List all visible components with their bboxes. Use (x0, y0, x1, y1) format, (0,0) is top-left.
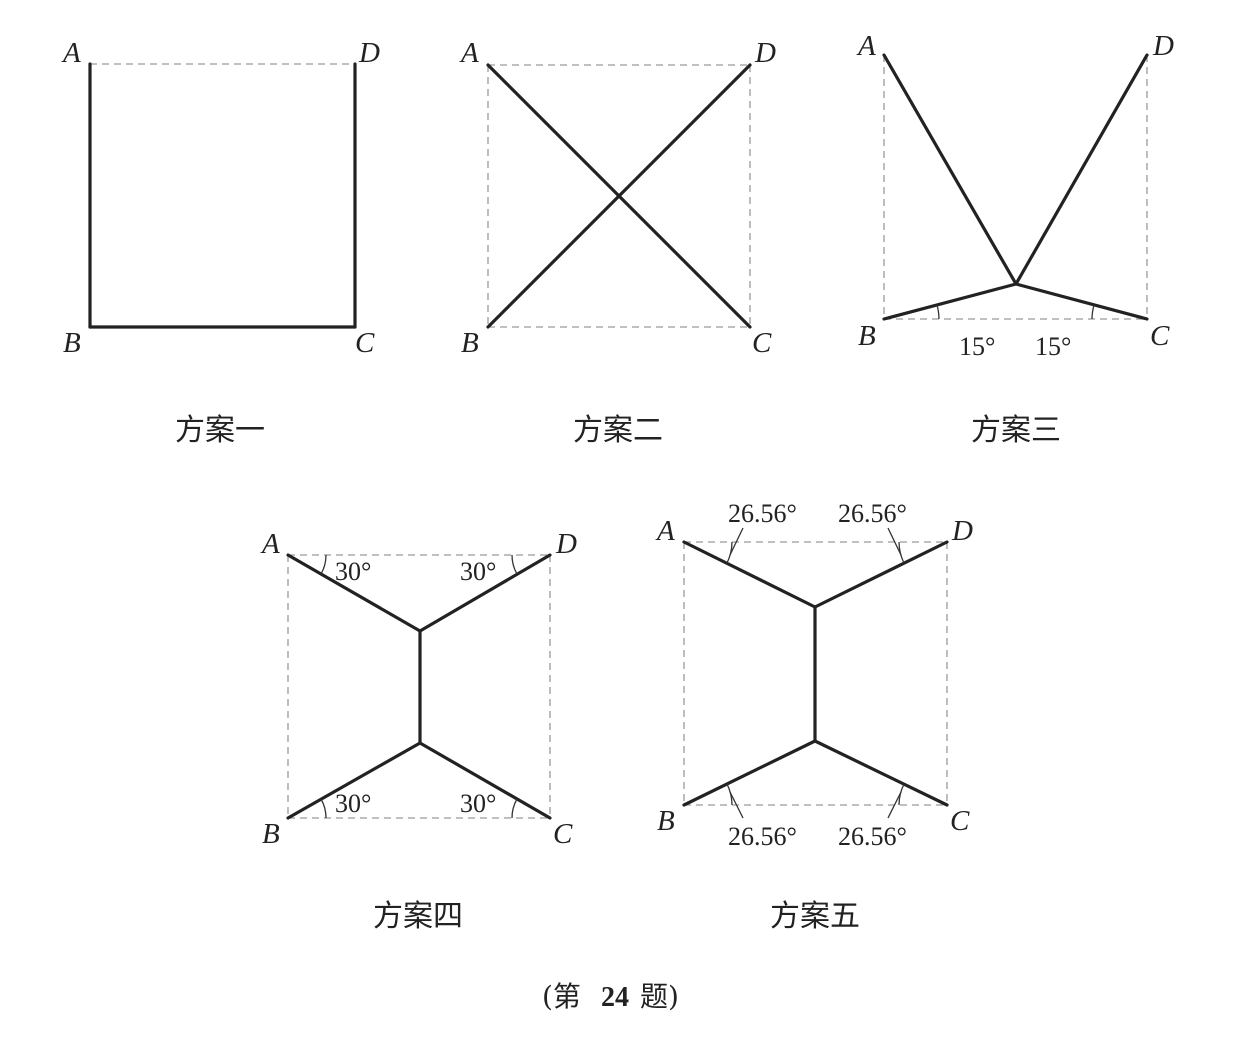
scheme-5: A D B C 26.56° 26.56° 26.56° 26.56° 方案五 (655, 499, 973, 934)
angle-label-b: 26.56° (728, 822, 797, 851)
scheme-2: A D B C 方案二 (459, 37, 776, 448)
problem-label-close: 题) (640, 980, 679, 1013)
vertex-label-c: C (950, 805, 970, 837)
path-d-p (418, 553, 552, 633)
vertex-label-b: B (858, 320, 876, 352)
path-d-p (1014, 53, 1149, 286)
scheme-5-caption: 方案五 (770, 899, 860, 934)
path-a-p (286, 553, 422, 633)
angle-label-c: 26.56° (838, 822, 907, 851)
problem-label-open: (第 (542, 980, 581, 1013)
path-c-p (1014, 282, 1149, 321)
angle-arc-a (320, 554, 327, 575)
path-b-p (882, 282, 1018, 321)
angle-label-a: 30° (335, 557, 371, 586)
angle-label-d: 30° (460, 557, 496, 586)
scheme-1-caption: 方案一 (175, 413, 265, 448)
vertex-label-b: B (461, 327, 479, 359)
path-d-p (813, 540, 949, 609)
scheme-1: A D B C 方案一 (61, 37, 380, 448)
vertex-label-a: A (61, 37, 81, 69)
vertex-label-c: C (1150, 320, 1170, 352)
angle-label-a: 26.56° (728, 499, 797, 528)
vertex-label-d: D (555, 528, 577, 560)
problem-number: 24 (601, 982, 629, 1013)
path-b-d (486, 63, 752, 329)
angle-label-d: 26.56° (838, 499, 907, 528)
scheme-4-caption: 方案四 (373, 899, 463, 934)
angle-label-c: 15° (1035, 332, 1071, 361)
vertex-label-a: A (655, 515, 675, 547)
vertex-label-b: B (63, 327, 81, 359)
angle-arc-b (320, 798, 327, 819)
angle-arc-c (511, 798, 518, 819)
scheme-2-caption: 方案二 (573, 413, 663, 448)
angle-leader-c (887, 791, 902, 819)
angle-leader-a (729, 527, 744, 556)
scheme-3: A D B C 15° 15° 方案三 (856, 30, 1174, 448)
vertex-label-a: A (260, 528, 280, 560)
vertex-label-d: D (951, 515, 973, 547)
angle-leader-d (887, 527, 902, 556)
path-c-q (813, 739, 949, 807)
angle-leader-b (729, 791, 744, 819)
vertex-label-c: C (752, 327, 772, 359)
vertex-label-d: D (754, 37, 776, 69)
angle-label-c: 30° (460, 789, 496, 818)
scheme-4: A D B C 30° 30° 30° 30° 方案四 (260, 528, 577, 934)
path-b-q (682, 739, 817, 807)
scheme-3-caption: 方案三 (971, 413, 1061, 448)
vertex-label-b: B (262, 818, 280, 850)
vertex-label-d: D (358, 37, 380, 69)
angle-arc-d (511, 554, 518, 575)
path-b-q (286, 741, 422, 820)
vertex-label-c: C (553, 818, 573, 850)
path-a-p (682, 540, 817, 609)
angle-label-b: 15° (959, 332, 995, 361)
vertex-label-a: A (459, 37, 479, 69)
vertex-label-a: A (856, 30, 876, 62)
angle-arc-b (936, 304, 940, 320)
problem-label: (第 24 题) (542, 980, 679, 1013)
vertex-label-d: D (1152, 30, 1174, 62)
angle-label-b: 30° (335, 789, 371, 818)
path-c-q (418, 741, 552, 820)
angle-arc-c (1091, 304, 1095, 320)
path-a-p (882, 53, 1018, 286)
vertex-label-b: B (657, 805, 675, 837)
vertex-label-c: C (355, 327, 375, 359)
